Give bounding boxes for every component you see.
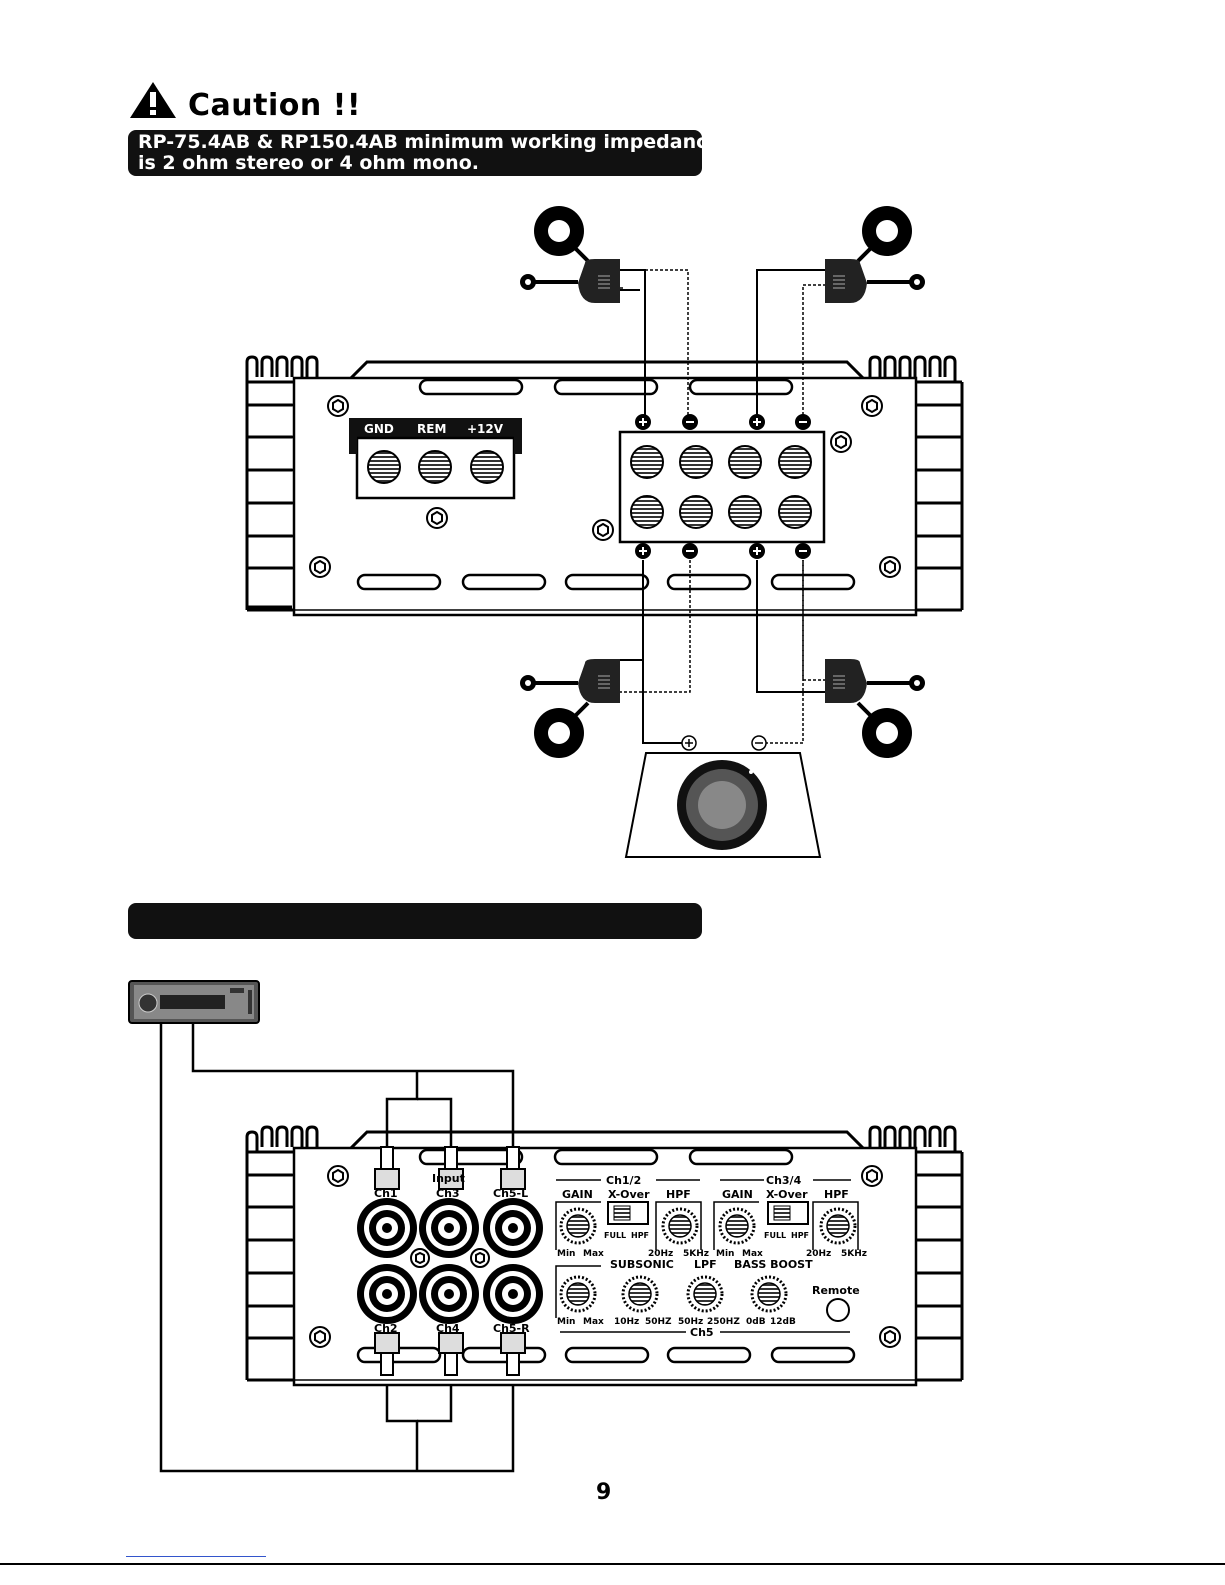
bass-boost-max: 12dB — [770, 1317, 796, 1327]
gain-knob-ch34[interactable] — [718, 1207, 756, 1245]
xover-label-ch34: X-Over — [766, 1188, 808, 1201]
hpf-max-ch12: 5KHz — [683, 1249, 709, 1259]
gain-knob-ch5[interactable] — [559, 1275, 597, 1313]
input-label: Input — [432, 1172, 465, 1185]
xover-full-ch12: FULL — [604, 1231, 626, 1240]
lpf-max: 250HZ — [707, 1317, 740, 1327]
gain-min-ch5: Min — [557, 1317, 575, 1327]
amplifier-top: GND REM +12V — [245, 355, 964, 617]
gain-max-ch34: Max — [742, 1249, 763, 1259]
v12-label: +12V — [467, 422, 504, 436]
remote-jack[interactable] — [826, 1298, 850, 1322]
xover-full-ch34: FULL — [764, 1231, 786, 1240]
caution-text-line1: RP-75.4AB & RP150.4AB minimum working im… — [138, 131, 721, 153]
ch5r-label: Ch5-R — [493, 1322, 530, 1335]
ch5l-label: Ch5-L — [493, 1187, 528, 1200]
ch2-label: Ch2 — [374, 1322, 398, 1335]
gain-knob-ch12[interactable] — [559, 1207, 597, 1245]
lpf-label: LPF — [694, 1258, 717, 1271]
lpf-knob[interactable] — [686, 1275, 724, 1313]
gnd-terminal — [367, 450, 401, 484]
ch4-label: Ch4 — [436, 1322, 460, 1335]
subsonic-max: 50HZ — [645, 1317, 672, 1327]
remote-label: Remote — [812, 1284, 860, 1297]
footer-rule — [0, 1563, 1225, 1565]
bass-boost-min: 0dB — [746, 1317, 766, 1327]
gain-min-ch12: Min — [557, 1249, 575, 1259]
gain-label-ch34: GAIN — [722, 1188, 753, 1201]
head-unit-radio — [128, 980, 260, 1024]
hpf-label-ch34: HPF — [824, 1188, 849, 1201]
ch12-header: Ch1/2 — [606, 1174, 641, 1187]
rem-terminal — [418, 450, 452, 484]
gain-label-ch12: GAIN — [562, 1188, 593, 1201]
lpf-min: 50Hz — [678, 1317, 703, 1327]
gain-max-ch12: Max — [583, 1249, 604, 1259]
hpf-min-ch12: 20Hz — [648, 1249, 673, 1259]
caution-title: Caution !! — [188, 88, 362, 123]
rem-label: REM — [417, 422, 446, 436]
bass-boost-knob[interactable] — [750, 1275, 788, 1313]
gain-min-ch34: Min — [716, 1249, 734, 1259]
speaker-front-left — [520, 206, 620, 303]
gnd-label: GND — [364, 422, 394, 436]
caution-text-line2: is 2 ohm stereo or 4 ohm mono. — [138, 152, 479, 174]
subsonic-knob[interactable] — [621, 1275, 659, 1313]
hpf-max-ch34: 5KHz — [841, 1249, 867, 1259]
speaker-front-right — [825, 206, 925, 303]
hpf-label-ch12: HPF — [666, 1188, 691, 1201]
page-number: 9 — [596, 1480, 612, 1505]
section-header-bar — [128, 903, 702, 939]
ch3-label: Ch3 — [436, 1187, 460, 1200]
ch5-header: Ch5 — [690, 1326, 714, 1339]
subsonic-min: 10Hz — [614, 1317, 639, 1327]
warning-triangle-icon — [130, 82, 176, 118]
subsonic-label: SUBSONIC — [610, 1258, 674, 1271]
ch1-label: Ch1 — [374, 1187, 398, 1200]
xover-hpf-ch34: HPF — [791, 1231, 809, 1240]
amplifier-bottom: Input Ch1 Ch3 Ch5-L Ch2 Ch4 Ch5-R Ch1/2 … — [245, 1125, 964, 1387]
caution-banner: RP-75.4AB & RP150.4AB minimum working im… — [128, 130, 720, 176]
subwoofer-box — [624, 735, 822, 858]
xover-label-ch12: X-Over — [608, 1188, 650, 1201]
gain-max-ch5: Max — [583, 1317, 604, 1327]
v12-terminal — [470, 450, 504, 484]
hpf-knob-ch12[interactable] — [661, 1207, 699, 1245]
footer-link — [126, 1556, 266, 1557]
xover-hpf-ch12: HPF — [631, 1231, 649, 1240]
speaker-rear-left — [520, 659, 620, 758]
hpf-min-ch34: 20Hz — [806, 1249, 831, 1259]
ch34-header: Ch3/4 — [766, 1174, 802, 1187]
speaker-rear-right — [825, 659, 925, 758]
hpf-knob-ch34[interactable] — [819, 1207, 857, 1245]
bass-boost-label: BASS BOOST — [734, 1258, 813, 1271]
